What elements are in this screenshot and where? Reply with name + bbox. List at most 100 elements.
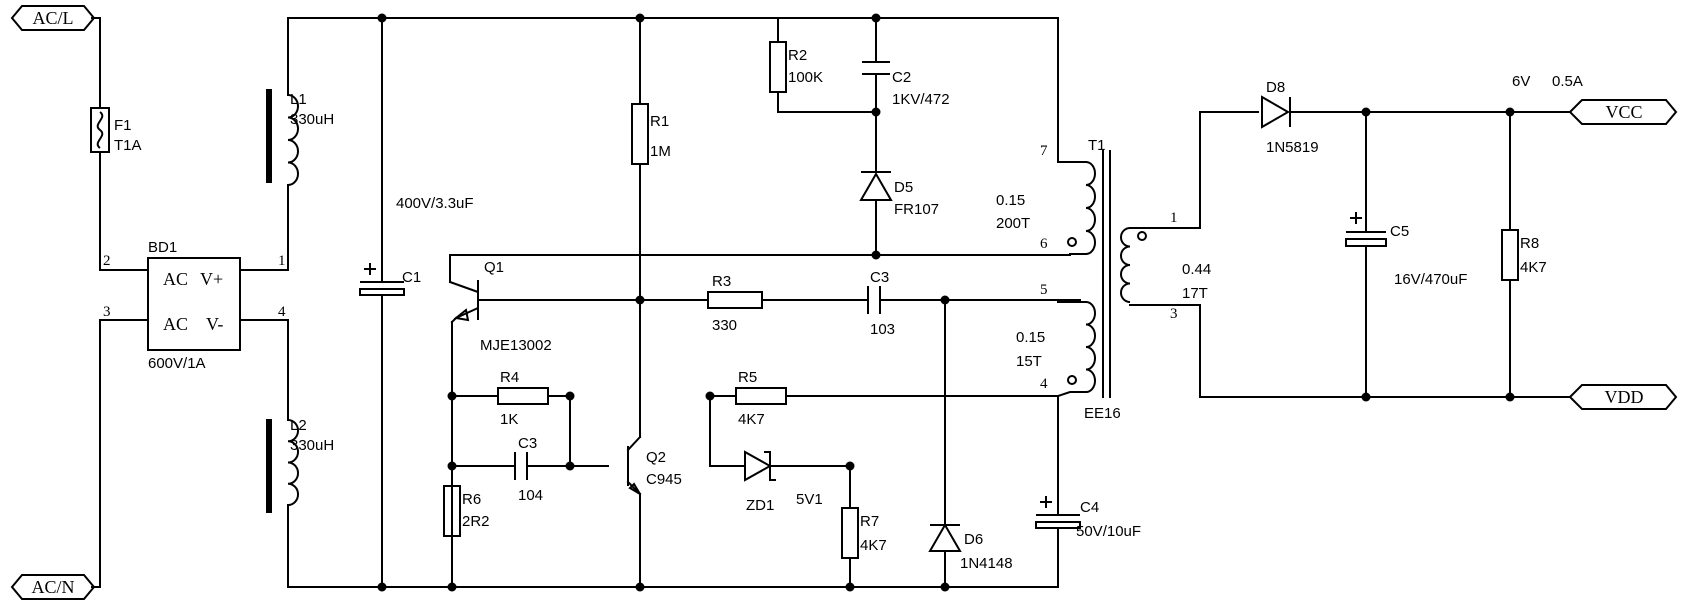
t1-secondary-wire: 0.44 [1182,261,1211,278]
bd1-value: 600V/1A [148,355,206,372]
t1-pin5: 5 [1040,282,1048,298]
capacitor-c2: C2 1KV/472 [862,61,950,108]
diode-d8: D8 1N5819 [1261,79,1319,156]
junction-dot [940,295,950,305]
r2-ref: R2 [788,47,807,64]
l1-value: 330uH [290,111,334,128]
t1-pin4: 4 [1040,376,1048,392]
junction-dot [565,391,575,401]
r6-value: 2R2 [462,513,490,530]
port-acn-label: AC/N [31,577,74,597]
transistor-q2: Q2 C945 [627,446,682,495]
bd1-pin2: 2 [103,253,111,269]
junction-dot [845,582,855,592]
f1-ref: F1 [114,117,132,134]
junction-dot [447,582,457,592]
resistor-r7: R7 4K7 [841,507,887,559]
r4-ref: R4 [500,369,519,386]
r7-value: 4K7 [860,537,887,554]
r2-value: 100K [788,69,823,86]
junction-dot [940,582,950,592]
c5-value: 16V/470uF [1394,271,1467,288]
zd1-ref: ZD1 [746,497,774,514]
junction-dot [635,13,645,23]
junction-dot [377,582,387,592]
r4-value: 1K [500,411,518,428]
junction-dot [635,582,645,592]
q2-value: C945 [646,471,682,488]
bd1-vminus: V- [206,314,223,334]
junction-dot [1505,392,1515,402]
port-vcc: VCC [1568,99,1678,125]
q2-ref: Q2 [646,449,666,466]
junction-dot [705,391,715,401]
junction-dot [377,13,387,23]
t1-primary-turns: 200T [996,215,1030,232]
port-acl-label: AC/L [32,8,73,28]
port-vcc-label: VCC [1605,102,1642,122]
t1-aux-polarity-dot [1067,375,1077,385]
c4-ref: C4 [1080,499,1099,516]
output-current: 0.5A [1552,73,1583,90]
bd1-ref: BD1 [148,239,177,256]
bd1-pin3: 3 [103,304,111,320]
junction-dot [871,13,881,23]
q1-value: MJE13002 [480,337,552,354]
port-vdd: VDD [1568,384,1678,410]
r8-ref: R8 [1520,235,1539,252]
junction-dot [845,461,855,471]
c3a-ref: C3 [870,269,889,286]
r8-value: 4K7 [1520,259,1547,276]
c1-ref: C1 [402,269,421,286]
fuse-f1: F1 T1A [90,107,142,154]
junction-dot [871,107,881,117]
t1-pin6: 6 [1040,236,1048,252]
t1-primary-polarity-dot [1067,237,1077,247]
l2-value: 330uH [290,437,334,454]
bd1-pin4: 4 [278,304,286,320]
c2-value: 1KV/472 [892,91,950,108]
r1-value: 1M [650,143,671,160]
capacitor-c3-104: C3 104 [514,435,543,504]
resistor-r8: R8 4K7 [1501,229,1547,281]
wires [91,17,1571,588]
capacitor-c3-103: C3 103 [867,269,895,338]
d6-value: 1N4148 [960,555,1013,572]
port-acl: AC/L [10,5,96,31]
d8-value: 1N5819 [1266,139,1319,156]
junction-dot [871,250,881,260]
diode-d6: D6 1N4148 [928,522,1013,572]
zener-zd1: ZD1 5V1 [744,450,823,514]
c3b-value: 104 [518,487,543,504]
t1-ref: T1 [1088,137,1106,154]
d6-ref: D6 [964,531,983,548]
resistor-r2: R2 100K [769,41,823,93]
junction-dots [377,13,1515,592]
t1-core: EE16 [1084,405,1121,422]
port-vdd-label: VDD [1605,387,1644,407]
t1-secondary-polarity-dot [1137,231,1147,241]
t1-primary-wire: 0.15 [996,192,1025,209]
r5-ref: R5 [738,369,757,386]
t1-aux-turns: 15T [1016,353,1042,370]
l2-ref: L2 [290,417,307,434]
bd1-vplus: V+ [200,269,223,289]
junction-dot [1361,392,1371,402]
c1-value: 400V/3.3uF [396,195,474,212]
port-acn: AC/N [10,574,96,600]
d8-ref: D8 [1266,79,1285,96]
r3-value: 330 [712,317,737,334]
d5-ref: D5 [894,179,913,196]
bd1-ac1: AC [163,269,188,289]
junction-dot [1505,107,1515,117]
capacitor-c1: C1 400V/3.3uF [359,195,474,296]
t1-pin1: 1 [1170,210,1178,226]
t1-pin7: 7 [1040,143,1048,159]
bridge-bd1: BD1 AC V+ AC V- 600V/1A 2 3 1 4 [103,239,286,372]
bd1-pin1: 1 [278,253,286,269]
resistor-r6: R6 2R2 [443,465,490,537]
resistor-r1: R1 1M [631,103,671,165]
capacitor-c4: C4 50V/10uF [1035,496,1141,540]
